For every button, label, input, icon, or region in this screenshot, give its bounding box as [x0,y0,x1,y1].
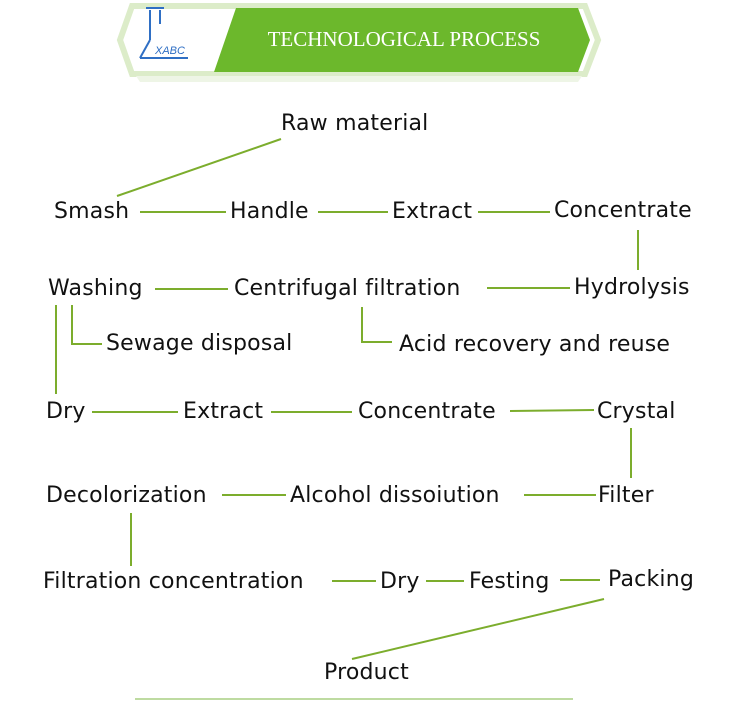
connector-packing-product [351,598,605,660]
flask-logo-icon [139,7,188,59]
header-banner [116,2,602,82]
step-raw-material: Raw material [281,111,429,136]
step-sewage-disposal: Sewage disposal [106,331,293,356]
step-filter: Filter [598,483,654,508]
step-dry: Dry [46,399,86,424]
step-centrifugal-filtration: Centrifugal filtration [234,276,461,301]
connector-washing-sewage [71,305,102,345]
step-extract-2: Extract [183,399,264,424]
step-washing: Washing [48,276,143,301]
connector-concentrate-crystal [509,409,595,412]
connector-raw-to-smash [116,138,282,197]
connector-centrifugal-acid [361,307,392,343]
page-title: TECHNOLOGICAL PROCESS [267,27,541,51]
step-dry-2: Dry [380,569,420,594]
header-frame-shadow [136,76,582,82]
step-decolorization: Decolorization [46,483,207,508]
step-packing: Packing [608,567,695,592]
step-filtration-concentration: Filtration concentration [43,569,304,594]
step-handle: Handle [230,199,309,224]
step-crystal: Crystal [597,399,676,424]
step-concentrate: Concentrate [554,198,692,223]
step-alcohol-dissolution: Alcohol dissoiution [290,483,500,508]
logo-text: XABC [155,45,185,57]
step-acid-recovery: Acid recovery and reuse [399,332,671,357]
step-extract: Extract [392,199,473,224]
step-hydrolysis: Hydrolysis [574,275,690,300]
header-green-banner [214,8,590,72]
step-smash: Smash [54,199,130,224]
step-concentrate-2: Concentrate [358,399,496,424]
step-product: Product [324,660,409,685]
step-festing: Festing [469,569,550,594]
